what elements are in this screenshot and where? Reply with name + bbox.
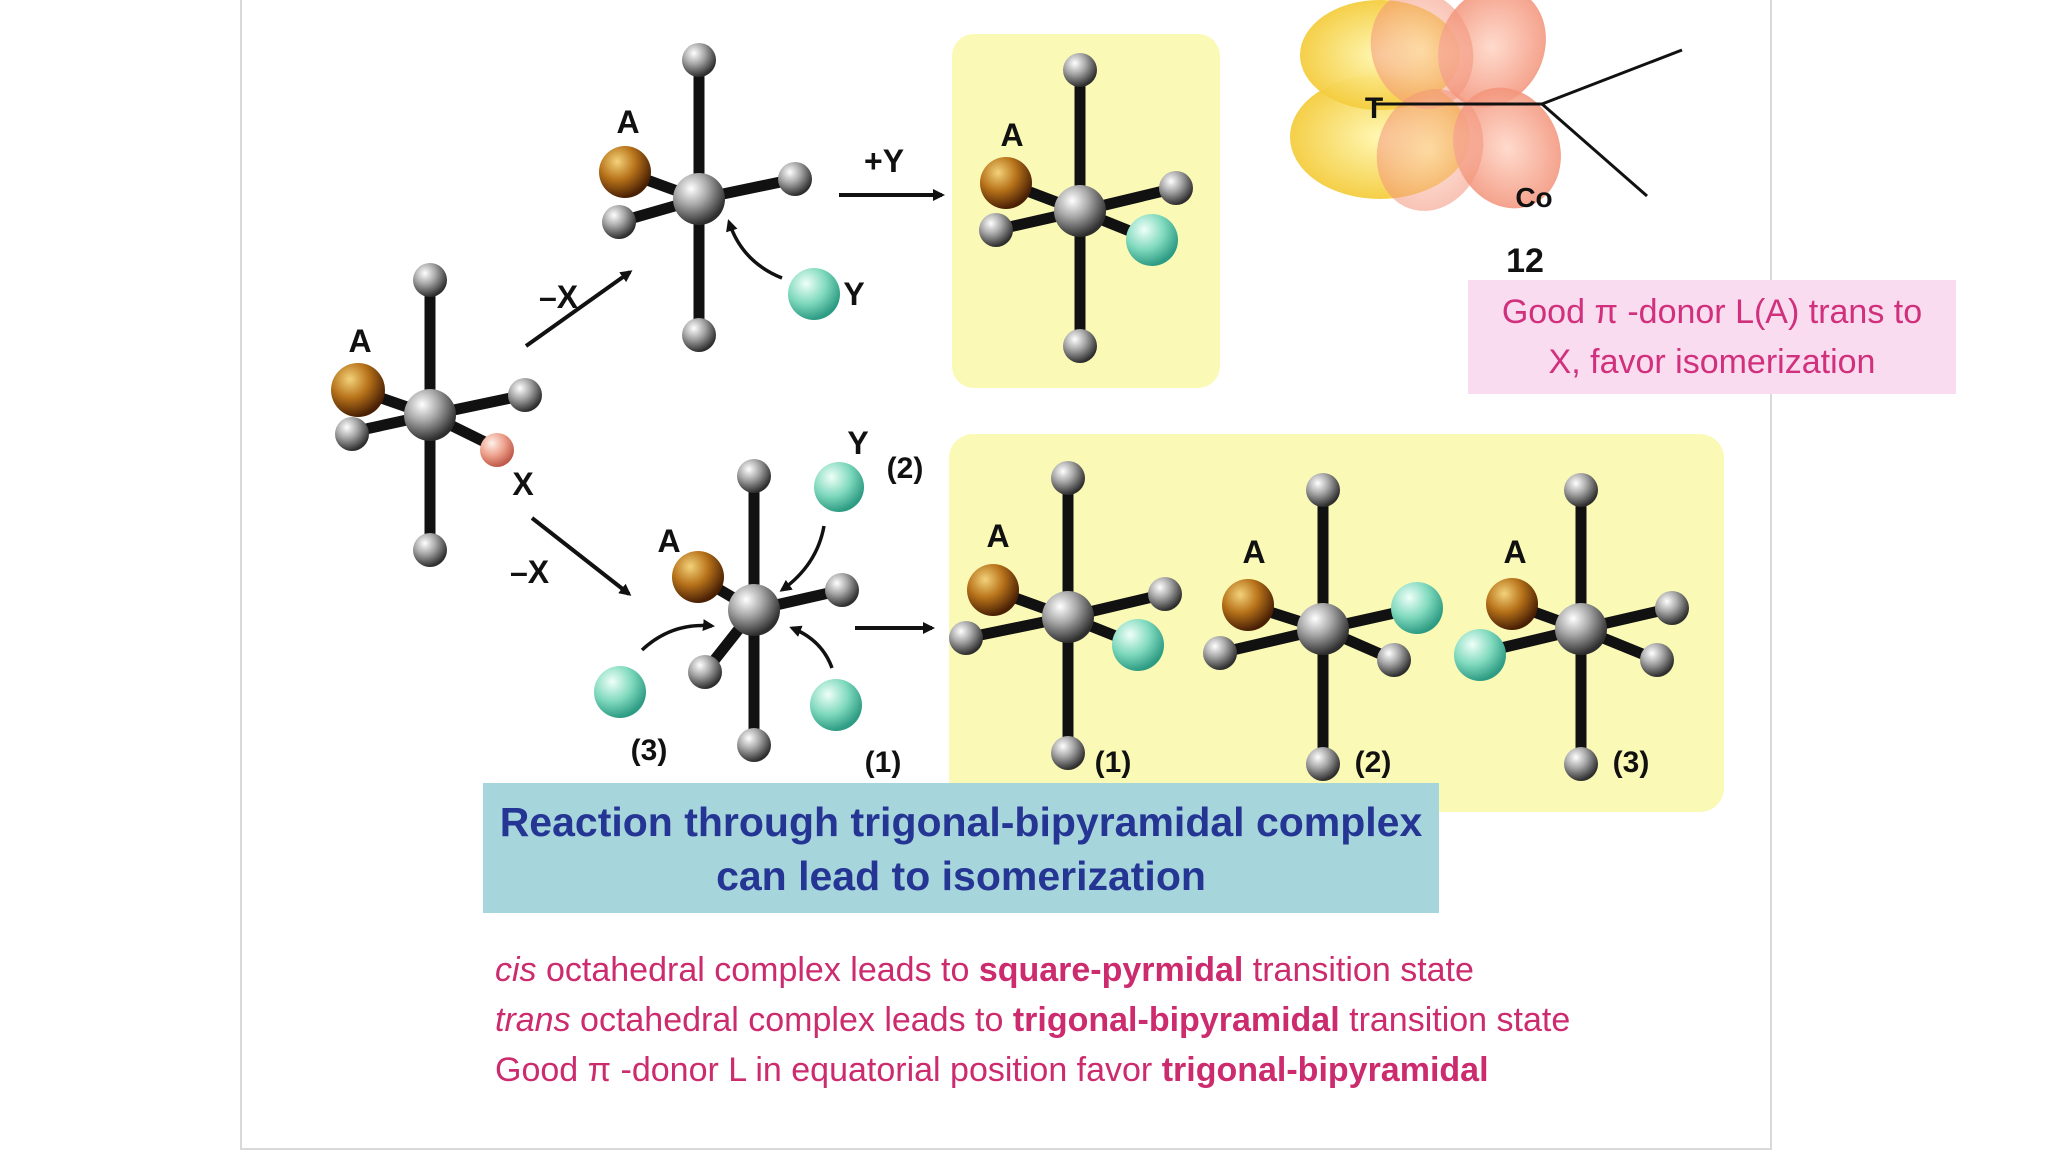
atom-Y-1 <box>810 679 862 731</box>
svg-text:A: A <box>1242 534 1265 570</box>
molecule-product-3: A (3) <box>1454 473 1689 781</box>
metal-center <box>404 389 456 441</box>
atom-Y-2 <box>814 462 864 512</box>
svg-text:Y: Y <box>843 276 864 312</box>
molecule-trigonal-bipyramidal: A Y (2) (3) (1) <box>594 425 923 779</box>
teal-summary-box: Reaction through trigonal-bipyramidal co… <box>483 783 1439 913</box>
note-line-2: trans octahedral complex leads to trigon… <box>495 1001 1571 1039</box>
teal-summary-line1: Reaction through trigonal-bipyramidal co… <box>499 799 1423 845</box>
reaction-diagram: A X –X –X A Y +Y <box>331 0 1724 812</box>
label-X: X <box>512 466 534 502</box>
atom-A <box>331 363 385 417</box>
svg-text:A: A <box>657 523 680 559</box>
label-minus-x-bottom: –X <box>510 554 550 590</box>
label-plus-y: +Y <box>864 143 904 179</box>
orbital-figure: T Co 12 <box>1290 0 1683 280</box>
molecule-product-1: A (1) <box>949 461 1182 779</box>
note-line-3: Good π -donor L in equatorial position f… <box>495 1051 1489 1089</box>
arrow-to-top <box>524 270 633 348</box>
svg-text:(2): (2) <box>887 452 924 485</box>
slide: A X –X –X A Y +Y <box>240 0 1956 1150</box>
label-minus-x-top: –X <box>539 279 579 315</box>
label-A: A <box>348 323 371 359</box>
molecule-product-top: A <box>979 53 1193 363</box>
svg-text:A: A <box>616 104 639 140</box>
svg-text:A: A <box>986 518 1009 554</box>
teal-summary-line2: can lead to isomerization <box>716 853 1206 899</box>
svg-text:Y: Y <box>847 425 868 461</box>
arrow-to-bottom <box>530 516 632 596</box>
pink-note-line1: Good π -donor L(A) trans to <box>1501 293 1923 331</box>
notes: cis octahedral complex leads to square-p… <box>495 945 1570 1095</box>
molecule-product-2: A (2) <box>1203 473 1443 781</box>
pink-note-line2: X, favor isomerization <box>1548 343 1876 381</box>
molecule-square-pyramidal: A Y <box>599 43 865 352</box>
molecule-start: A X <box>331 263 542 567</box>
pink-note-box: Good π -donor L(A) trans to X, favor iso… <box>1468 280 1956 394</box>
svg-text:A: A <box>1503 534 1526 570</box>
svg-text:(3): (3) <box>631 734 668 767</box>
svg-text:(1): (1) <box>1095 746 1132 779</box>
compound-number: 12 <box>1506 242 1544 280</box>
label-Co: Co <box>1515 182 1552 213</box>
atom-Y-3 <box>594 666 646 718</box>
svg-text:A: A <box>1000 117 1023 153</box>
svg-text:(3): (3) <box>1613 746 1650 779</box>
atom-X <box>480 433 514 467</box>
svg-text:(2): (2) <box>1355 746 1392 779</box>
svg-text:(1): (1) <box>865 746 902 779</box>
atom-Y-incoming <box>788 268 840 320</box>
note-line-1: cis octahedral complex leads to square-p… <box>495 951 1474 989</box>
label-T: T <box>1365 92 1383 125</box>
